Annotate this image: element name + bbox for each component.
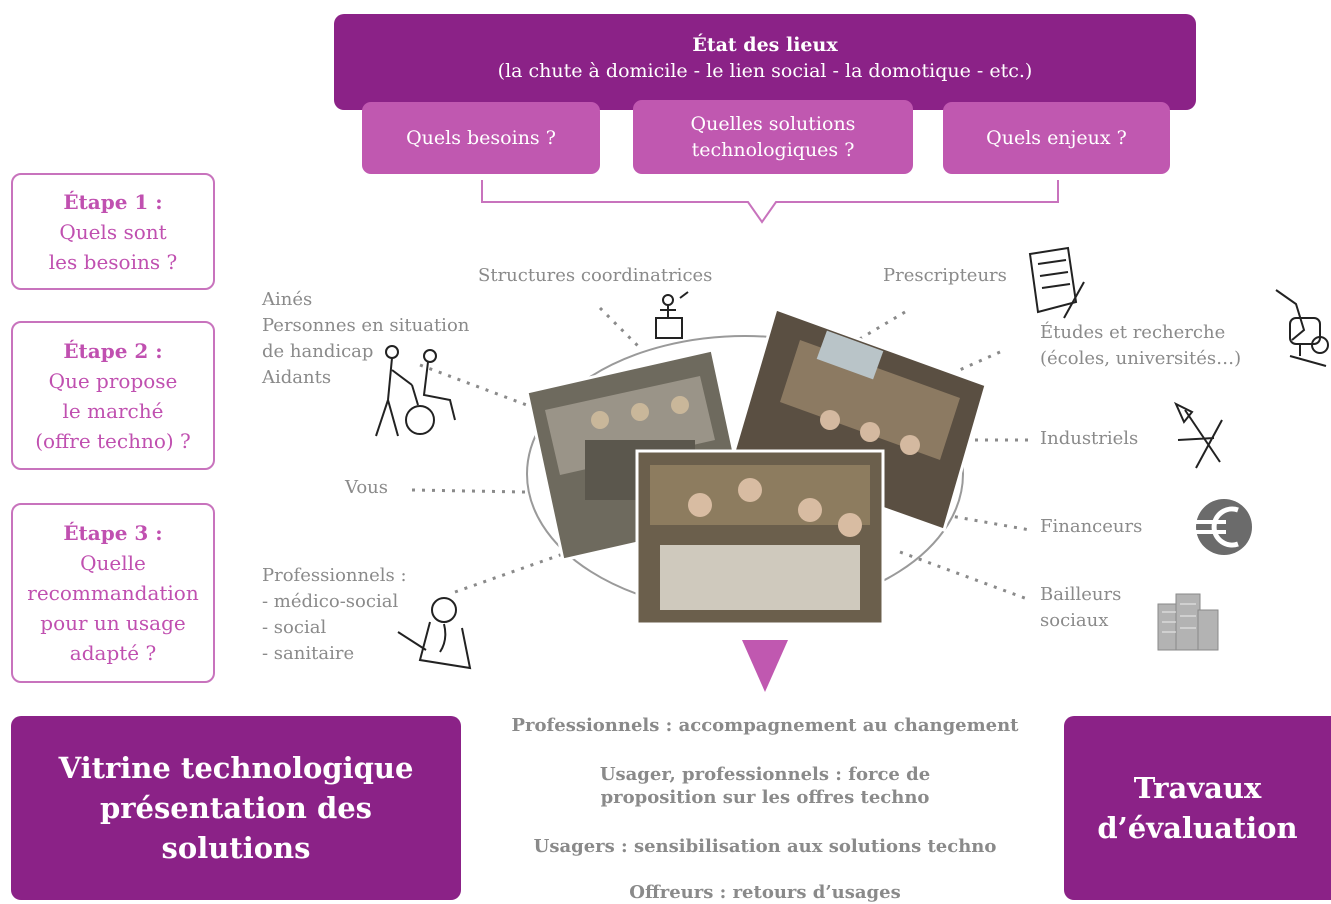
label-professionnels: Professionnels : - médico-social - socia… bbox=[262, 565, 407, 664]
question-needs: Quels besoins ? bbox=[362, 102, 600, 174]
tools-icon bbox=[1173, 401, 1223, 469]
label-bailleurs: Bailleurs sociaux bbox=[1040, 584, 1122, 631]
buildings-icon bbox=[1157, 593, 1219, 651]
stage-2-line: Que propose bbox=[48, 368, 178, 393]
down-arrow-icon bbox=[742, 640, 788, 692]
stage-3: Étape 3 : Quelle recommandation pour un … bbox=[11, 503, 215, 683]
state-title: État des lieux bbox=[692, 34, 838, 56]
label-structures: Structures coordinatrices bbox=[478, 265, 713, 286]
outcome-2: Usager, professionnels : force de propos… bbox=[599, 764, 931, 808]
microscope-icon bbox=[1275, 289, 1329, 367]
question-solutions: Quelles solutions technologiques ? bbox=[633, 100, 913, 174]
stage-1: Étape 1 : Quels sont les besoins ? bbox=[11, 173, 215, 290]
evaluation-text: Travaux d’évaluation bbox=[1097, 771, 1298, 845]
state-banner: État des lieux (la chute à domicile - le… bbox=[334, 14, 1196, 110]
showcase-box: Vitrine technologique présentation des s… bbox=[11, 716, 461, 900]
state-subtitle: (la chute à domicile - le lien social - … bbox=[497, 60, 1033, 82]
stage-1-line: les besoins ? bbox=[48, 249, 178, 274]
euro-icon bbox=[1196, 499, 1252, 555]
label-industriels: Industriels bbox=[1040, 428, 1139, 449]
dotted-connectors bbox=[411, 306, 1031, 602]
stage-2-line: le marché bbox=[62, 398, 164, 423]
stage-2: Étape 2 : Que propose le marché (offre t… bbox=[11, 321, 215, 470]
stage-3-title: Étape 3 : bbox=[63, 521, 163, 545]
showcase-text: Vitrine technologique présentation des s… bbox=[58, 751, 414, 865]
stage-2-title: Étape 2 : bbox=[63, 338, 163, 363]
outcome-4: Offreurs : retours d’usages bbox=[629, 882, 901, 903]
stage-1-line: Quels sont bbox=[59, 219, 167, 244]
stage-3-line: Quelle bbox=[80, 551, 146, 575]
stage-3-line: adapté ? bbox=[69, 641, 157, 665]
stage-2-line: (offre techno) ? bbox=[35, 428, 191, 453]
question-stakes: Quels enjeux ? bbox=[943, 102, 1170, 174]
label-vous: Vous bbox=[345, 477, 389, 498]
stage-3-line: recommandation bbox=[27, 581, 199, 605]
evaluation-box: Travaux d’évaluation bbox=[1064, 716, 1331, 900]
photo-workshop-3 bbox=[635, 449, 885, 626]
wheelchair-icon bbox=[375, 345, 456, 437]
doctor-icon bbox=[397, 597, 472, 670]
bracket-connector bbox=[481, 180, 1059, 224]
speaker-podium-icon bbox=[655, 291, 689, 339]
stage-3-line: pour un usage bbox=[40, 611, 186, 635]
notepad-icon bbox=[1028, 246, 1085, 319]
label-financeurs: Financeurs bbox=[1040, 516, 1143, 537]
outcome-3: Usagers : sensibilisation aux solutions … bbox=[533, 836, 997, 857]
label-prescripteurs: Prescripteurs bbox=[883, 265, 1007, 286]
label-etudes: Études et recherche (écoles, universités… bbox=[1040, 322, 1242, 369]
stage-1-title: Étape 1 : bbox=[63, 189, 163, 214]
outcome-1: Professionnels : accompagnement au chang… bbox=[511, 715, 1019, 736]
label-aines: Ainés Personnes en situation de handicap… bbox=[262, 289, 470, 388]
